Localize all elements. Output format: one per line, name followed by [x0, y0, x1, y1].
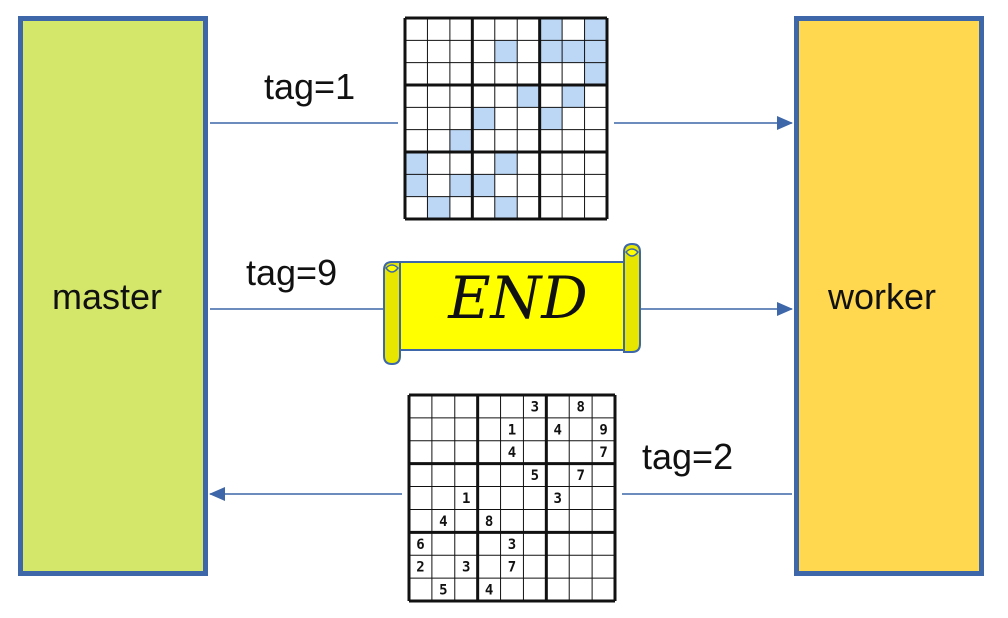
highlighted-cell: [584, 40, 607, 63]
tag-1-label: tag=1: [264, 66, 356, 107]
worker-box: [794, 16, 984, 576]
highlighted-cell: [405, 152, 428, 175]
highlighted-cell: [405, 174, 428, 197]
puzzle-digit: 6: [416, 537, 424, 553]
puzzle-digit: 9: [599, 422, 607, 438]
puzzle-digit: 5: [439, 583, 447, 599]
puzzle-digit: 4: [439, 514, 447, 530]
puzzle-digit: 1: [508, 422, 516, 438]
end-banner-text: END: [447, 264, 588, 332]
highlighted-cell: [449, 174, 473, 197]
highlighted-cell: [472, 107, 495, 130]
highlighted-cell: [427, 196, 450, 219]
highlighted-cell: [562, 40, 585, 63]
puzzle-digit: 4: [508, 445, 516, 461]
highlighted-cell: [539, 18, 563, 41]
highlighted-cell: [584, 62, 607, 85]
highlighted-cell: [539, 107, 563, 130]
tag-9-label: tag=9: [246, 252, 338, 293]
puzzle-digit: 4: [485, 583, 493, 599]
puzzle-digit: 5: [531, 468, 539, 484]
master-label: master: [52, 276, 163, 317]
highlighted-cell: [494, 196, 518, 219]
highlighted-cell: [584, 18, 607, 41]
highlighted-cell: [472, 174, 495, 197]
puzzle-grid-background: [409, 395, 615, 601]
pattern-grid: [403, 16, 609, 221]
highlighted-cell: [494, 40, 518, 63]
puzzle-digit: 1: [462, 491, 470, 507]
puzzle-digit: 8: [576, 399, 584, 415]
end-banner: END: [383, 242, 641, 366]
tag-2-label: tag=2: [642, 436, 734, 477]
highlighted-cell: [562, 85, 585, 108]
highlighted-cell: [494, 152, 518, 175]
puzzle-digit: 3: [554, 491, 562, 507]
highlighted-cell: [539, 40, 563, 63]
puzzle-digit: 3: [508, 537, 516, 553]
puzzle-digit: 4: [554, 422, 562, 438]
highlighted-cell: [517, 85, 540, 108]
puzzle-digit: 3: [462, 560, 470, 576]
puzzle-digit: 2: [416, 560, 424, 576]
master-box: [18, 16, 208, 576]
puzzle-digit: 7: [599, 445, 607, 461]
puzzle-digit: 7: [508, 560, 516, 576]
puzzle-digit: 3: [531, 399, 539, 415]
puzzle-digit: 8: [485, 514, 493, 530]
worker-label: worker: [828, 276, 937, 317]
highlighted-cell: [449, 129, 473, 152]
puzzle-digit: 7: [576, 468, 584, 484]
